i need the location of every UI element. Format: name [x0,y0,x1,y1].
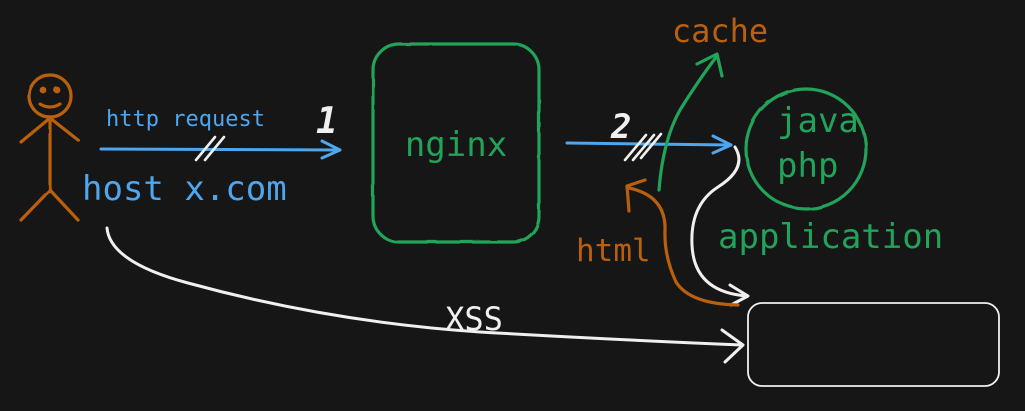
cache-label: cache [672,12,768,50]
forward-slash-marks [623,132,663,162]
xss-label: XSS [445,300,503,338]
forward-step-number: 2 [610,107,631,147]
java-label: java [777,101,859,141]
cache-arrow [657,52,724,192]
forward-arrow [565,134,733,155]
host-label: host x.com [82,169,287,209]
http-request-arrow [99,139,342,160]
request-slash-marks [194,135,226,162]
html-label: html [576,233,651,269]
html-response-arrow [625,178,740,307]
http-request-label: http request [106,107,265,132]
xss-arrow [105,226,745,364]
nginx-box [371,42,541,244]
stick-figure-icon [19,73,80,222]
php-label: php [777,146,838,186]
app-to-store-arrow [690,145,750,307]
nginx-label: nginx [405,125,507,165]
request-step-number: 1 [316,101,338,142]
storage-box [747,302,1000,387]
application-label: application [718,217,943,257]
application-circle [744,87,868,211]
